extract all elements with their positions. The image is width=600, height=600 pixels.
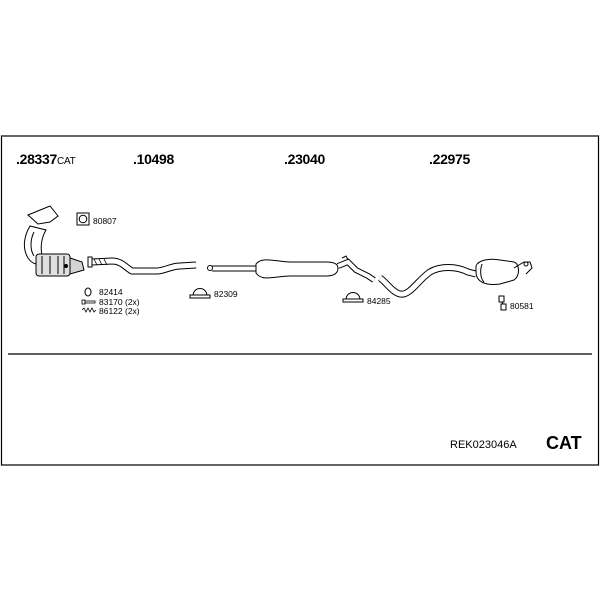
part-23040-label: .23040: [284, 151, 326, 167]
diagram-border: [0, 135, 600, 466]
clamp-84285-drawing: [342, 292, 364, 303]
clamp-82309-drawing: [189, 288, 211, 299]
front-pipe-10498-drawing: [87, 256, 197, 275]
accessory-84285-label: 84285: [367, 296, 391, 306]
cat-label: CAT: [546, 433, 582, 453]
accessory-82309-label: 82309: [214, 289, 238, 299]
part-10498-label: .10498: [133, 151, 175, 167]
mount-80581-drawing: [498, 295, 507, 311]
part-28337-label: .28337CAT: [16, 151, 76, 167]
catalytic-converter-drawing: [23, 205, 85, 277]
part-22975-label: .22975: [429, 151, 471, 167]
accessory-80581-label: 80581: [510, 301, 534, 311]
part-28337-suffix: CAT: [57, 156, 76, 167]
middle-silencer-23040-drawing: [207, 255, 376, 283]
rear-silencer-22975-drawing: [377, 258, 533, 298]
spring-86122-drawing: [81, 307, 97, 313]
bolt-83170-drawing: [81, 299, 96, 305]
accessory-83170-label: 83170 (2x): [99, 297, 140, 307]
accessory-80807-label: 80807: [93, 216, 117, 226]
accessory-82414-label: 82414: [99, 287, 123, 297]
gasket-80807-drawing: [76, 212, 90, 226]
part-28337-number: .28337: [16, 151, 58, 167]
accessory-86122-label: 86122 (2x): [99, 306, 140, 316]
ring-82414-drawing: [84, 287, 92, 297]
kit-reference: REK023046A: [450, 439, 517, 451]
